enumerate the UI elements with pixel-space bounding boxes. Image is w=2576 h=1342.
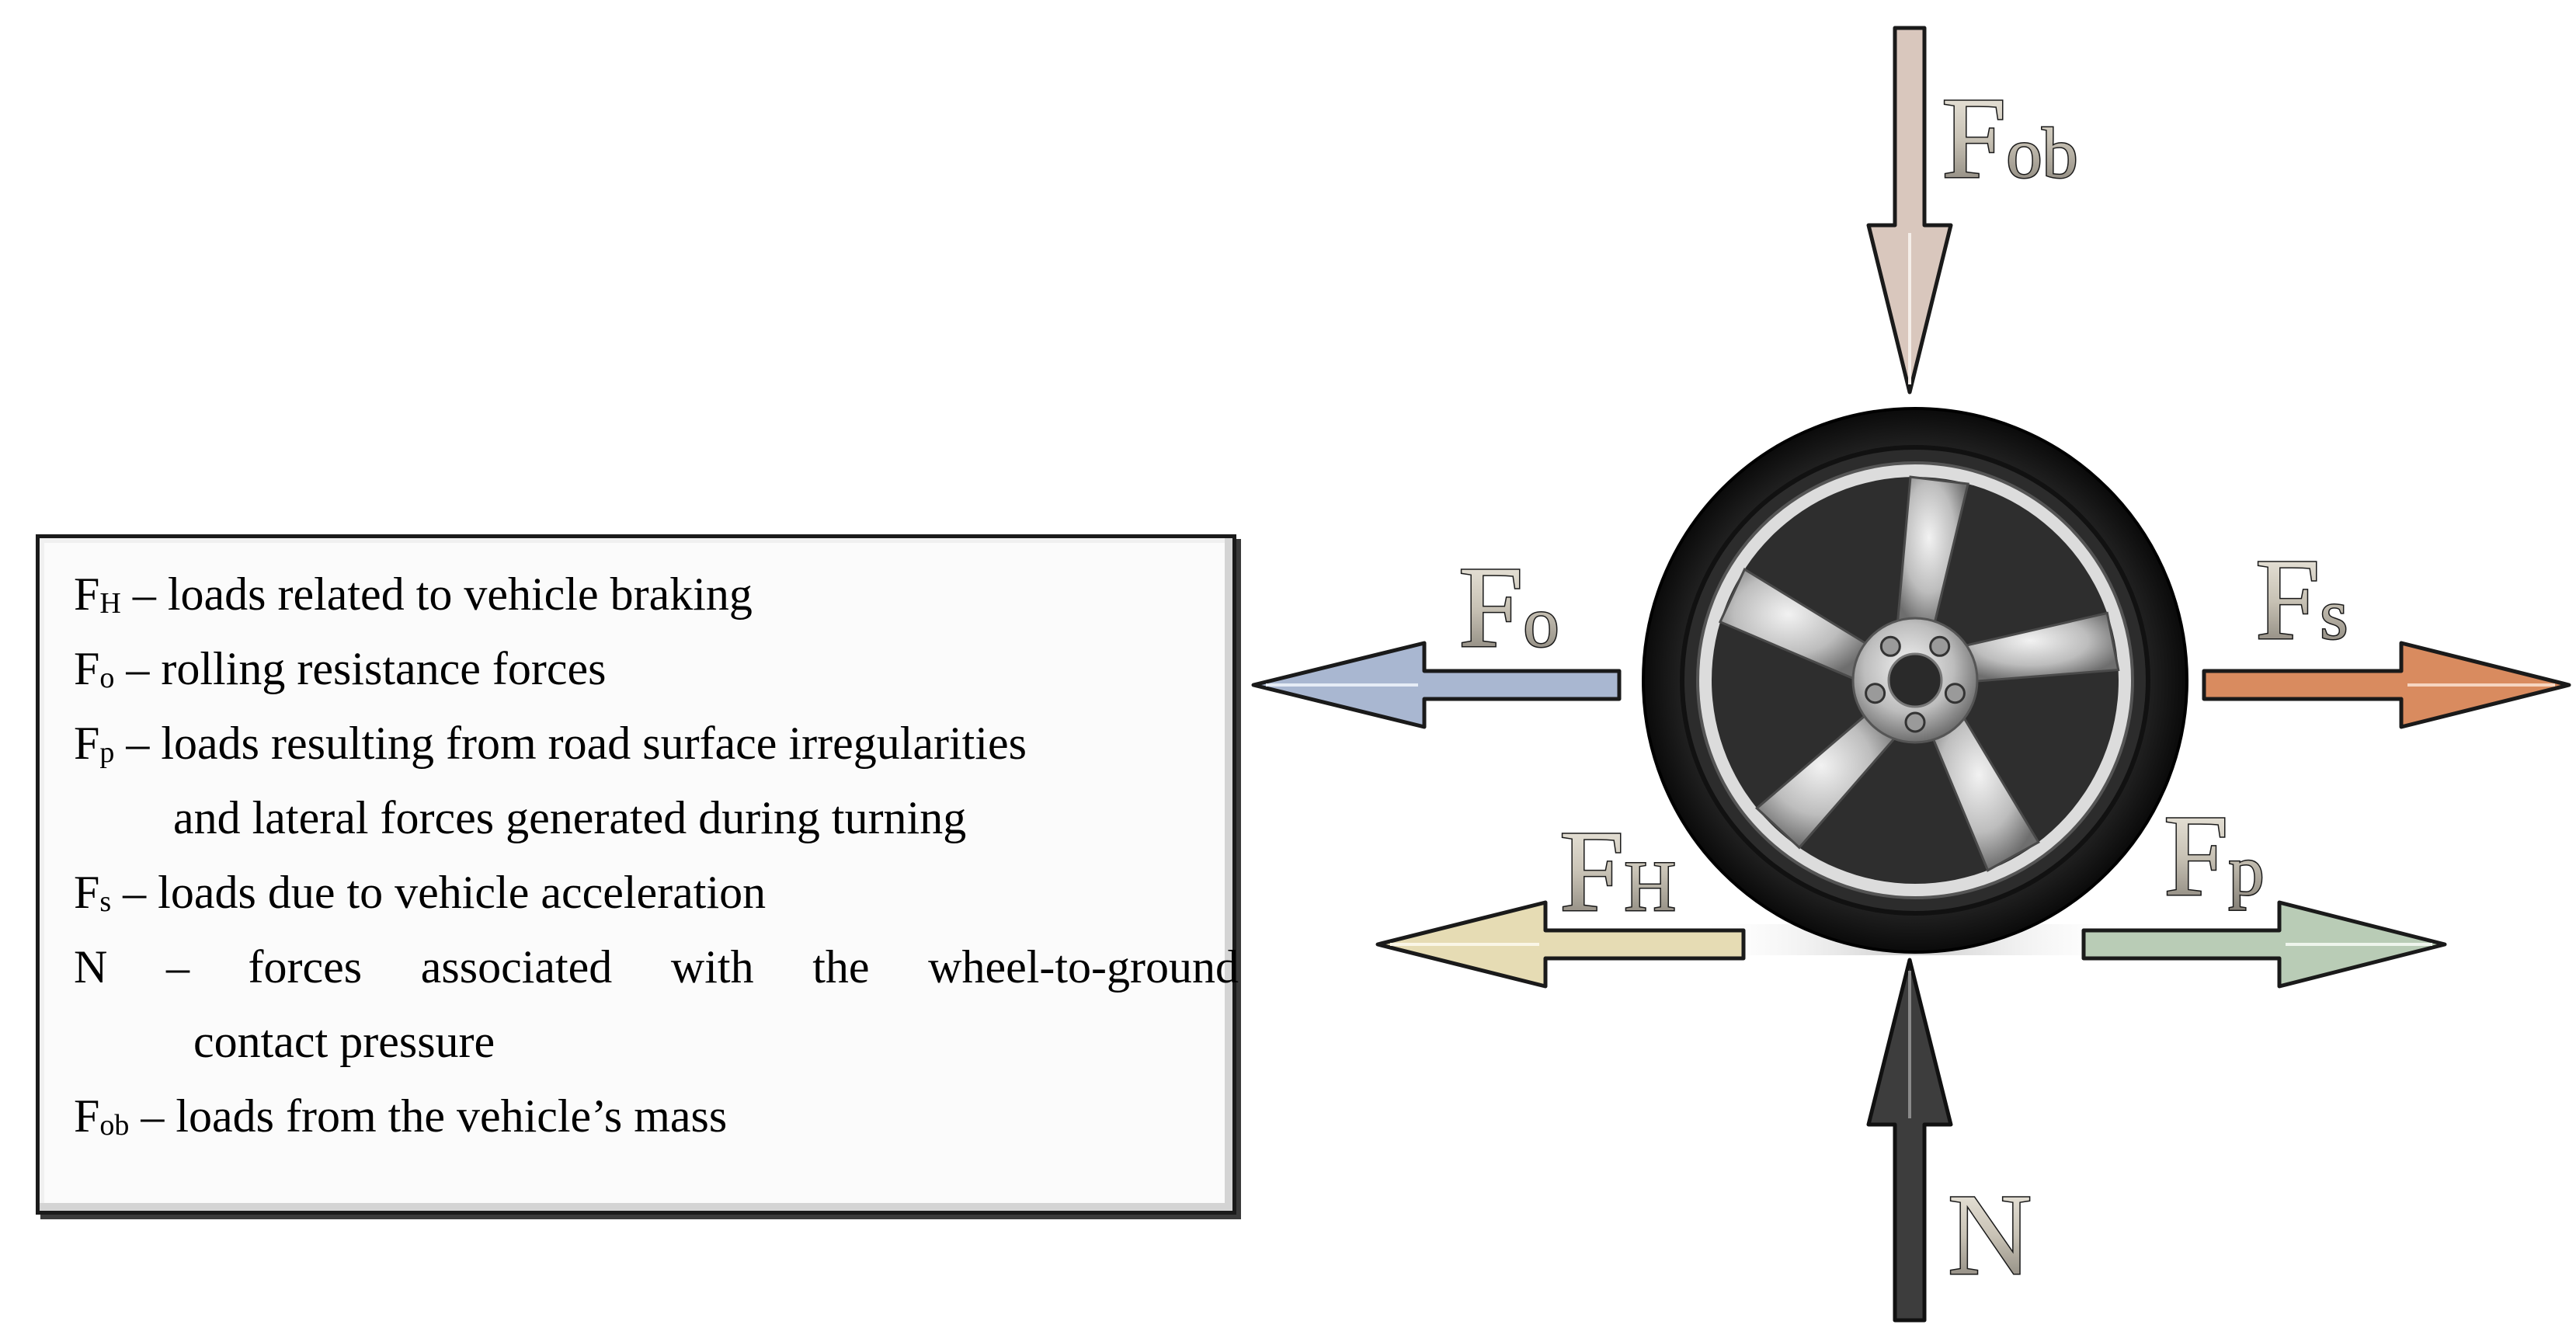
- center-cap: [1887, 652, 1943, 708]
- label-fh: FH: [1559, 807, 1676, 936]
- lug-nut: [1929, 635, 1951, 657]
- wheel-icon: [1642, 407, 2188, 954]
- legend-n-cont: contact pressure: [193, 1016, 495, 1067]
- label-fo: Fo: [1458, 543, 1559, 672]
- legend-fp: Fp – loads resulting from road surface i…: [74, 718, 1027, 769]
- arrow-fob: [1866, 26, 1953, 395]
- lug-nut: [1904, 711, 1926, 733]
- arrow-fs: [2202, 641, 2571, 729]
- label-fob: Fob: [1942, 74, 2077, 203]
- label-fp: Fp: [2164, 791, 2264, 920]
- arrow-fp: [2081, 900, 2447, 989]
- label-fs: Fs: [2255, 535, 2348, 664]
- legend-fob: Fob – loads from the vehicle’s mass: [74, 1090, 728, 1142]
- legend-fs: Fs – loads due to vehicle acceleration: [74, 867, 767, 918]
- arrow-fo: [1251, 641, 1622, 729]
- lug-nut: [1879, 635, 1901, 657]
- legend-fo: Fo – rolling resistance forces: [74, 643, 607, 694]
- lug-nut: [1865, 683, 1886, 704]
- label-n: N: [1948, 1170, 2032, 1299]
- arrow-fh: [1375, 900, 1746, 989]
- legend-n: N – forces associated with the wheel-to-…: [74, 941, 1239, 993]
- rim-spokes: [1718, 475, 2120, 872]
- legend-fp-cont: and lateral forces generated during turn…: [173, 792, 967, 843]
- legend-fh: FH – loads related to vehicle braking: [74, 568, 753, 620]
- legend-box: FH – loads related to vehicle braking Fo…: [36, 534, 1239, 1215]
- arrow-n: [1866, 958, 1953, 1323]
- lug-nuts: [1865, 635, 1966, 733]
- lug-nut: [1944, 683, 1966, 704]
